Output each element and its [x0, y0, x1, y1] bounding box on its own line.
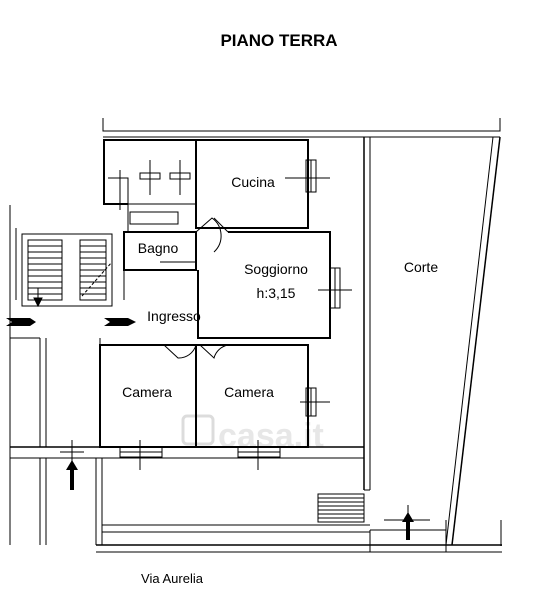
label-camera-2: Camera	[224, 384, 274, 400]
label-ingresso: Ingresso	[147, 308, 201, 324]
gate-markers	[60, 440, 430, 535]
arrow-up-icon	[66, 460, 78, 490]
room-camera-2	[195, 344, 330, 470]
arrow-left-icon	[6, 318, 36, 326]
room-soggiorno	[197, 217, 352, 339]
label-soggiorno: Soggiorno	[244, 261, 308, 277]
left-neighbour-walls	[9, 205, 47, 545]
courtyard-walls	[363, 137, 447, 552]
watermark-house-icon	[181, 414, 215, 446]
room-bagno	[123, 211, 222, 271]
plan-title: PIANO TERRA	[220, 31, 337, 50]
arrow-right-icon	[104, 318, 136, 326]
label-bagno: Bagno	[138, 240, 179, 256]
label-height: h:3,15	[257, 285, 296, 301]
street-label: Via Aurelia	[141, 571, 204, 586]
room-cucina	[195, 139, 330, 229]
room-disimpegno	[103, 139, 196, 233]
watermark: casa.it	[181, 414, 324, 455]
label-camera-1: Camera	[122, 384, 172, 400]
outer-walls	[102, 118, 502, 546]
label-cucina: Cucina	[231, 174, 275, 190]
label-corte: Corte	[404, 259, 438, 275]
entry-arrows	[6, 318, 414, 540]
terrace	[10, 446, 502, 553]
watermark-text: casa.it	[218, 417, 324, 455]
room-camera-1	[99, 344, 197, 470]
staircase	[21, 233, 113, 308]
